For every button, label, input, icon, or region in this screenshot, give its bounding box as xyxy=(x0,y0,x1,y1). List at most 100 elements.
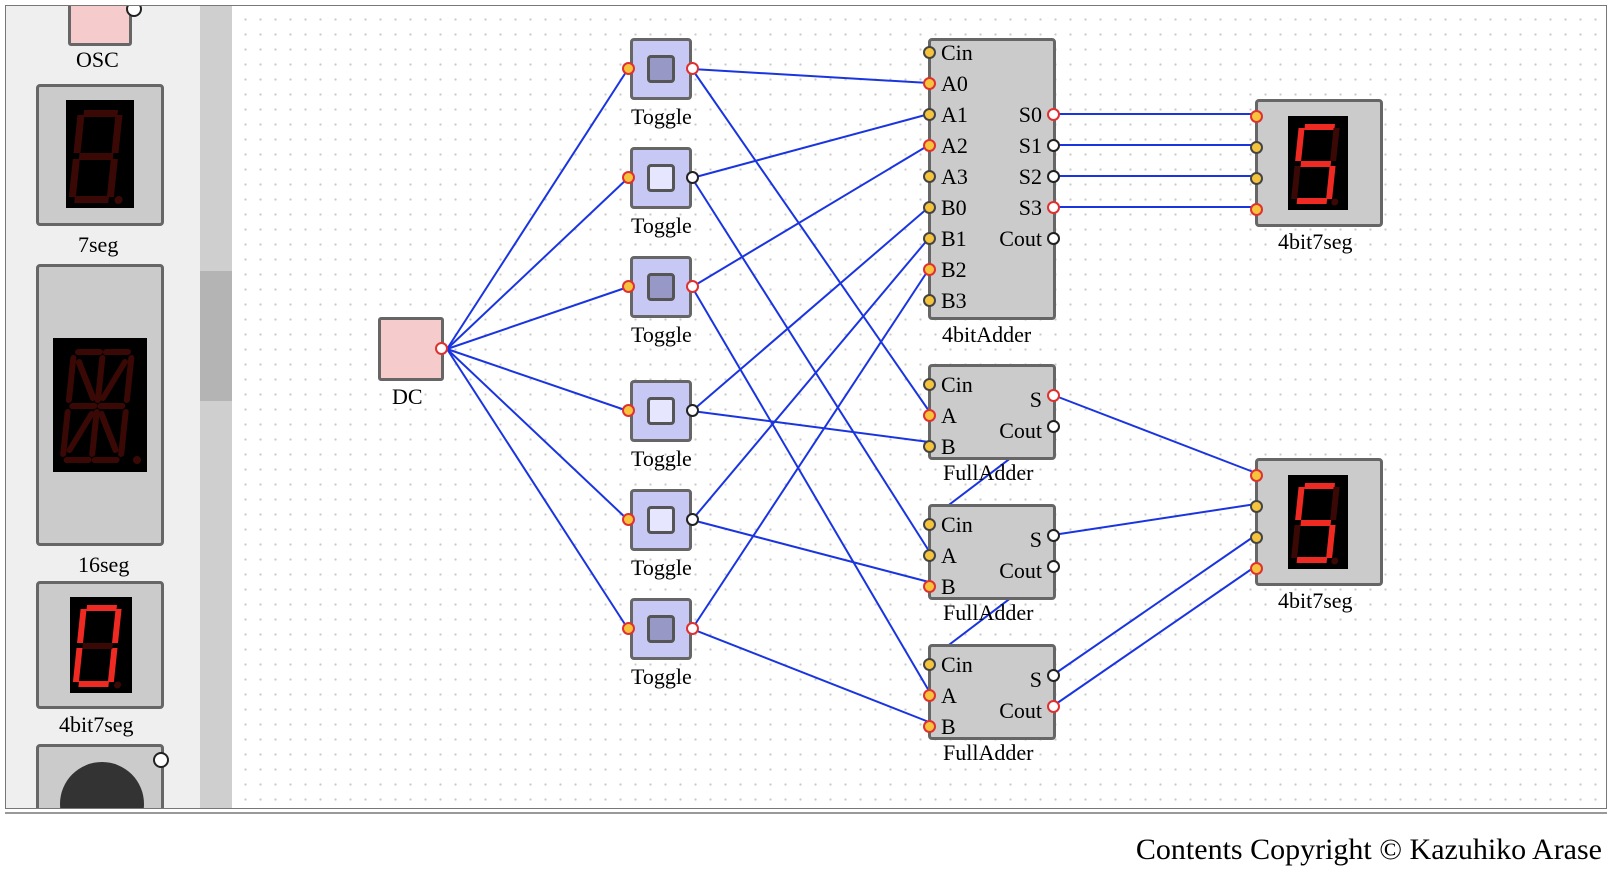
wire[interactable] xyxy=(446,348,629,630)
toggle-output-pin[interactable] xyxy=(686,62,699,75)
toolbox-item-16seg[interactable]: 16seg xyxy=(26,264,176,576)
toggle-switch[interactable] xyxy=(630,38,692,100)
dc-output-pin[interactable] xyxy=(435,342,448,355)
full-adder[interactable] xyxy=(928,504,1056,600)
wire[interactable] xyxy=(1052,394,1257,474)
adder-input-pin-a3[interactable] xyxy=(923,170,936,183)
adder-output-pin-cout[interactable] xyxy=(1047,232,1060,245)
toggle-input-pin[interactable] xyxy=(622,280,635,293)
toggle-output-pin[interactable] xyxy=(686,404,699,417)
full-adder-input-pin-cin[interactable] xyxy=(923,378,936,391)
toolbox-item-4bit7seg[interactable]: 4bit7seg xyxy=(26,581,186,741)
display-input-pin[interactable] xyxy=(1250,531,1263,544)
wire[interactable] xyxy=(691,268,930,630)
wire[interactable] xyxy=(1052,503,1257,536)
toggle-output-pin[interactable] xyxy=(686,622,699,635)
full-adder-output-pin-cout[interactable] xyxy=(1047,560,1060,573)
full-adder[interactable] xyxy=(928,644,1056,740)
adder-input-pin-a2[interactable] xyxy=(923,139,936,152)
wire[interactable] xyxy=(691,410,930,443)
wire[interactable] xyxy=(691,177,930,552)
toggle-output-pin[interactable] xyxy=(686,280,699,293)
wire[interactable] xyxy=(446,286,629,350)
toggle-button[interactable] xyxy=(647,164,675,192)
adder-output-pin-s3[interactable] xyxy=(1047,201,1060,214)
wire[interactable] xyxy=(446,348,629,412)
full-adder-output-pin-s[interactable] xyxy=(1047,669,1060,682)
display-input-pin[interactable] xyxy=(1250,500,1263,513)
toggle-button[interactable] xyxy=(647,397,675,425)
7seg-digit-icon xyxy=(68,110,123,204)
wire[interactable] xyxy=(691,144,930,288)
wire[interactable] xyxy=(691,519,930,583)
wire[interactable] xyxy=(691,68,930,412)
display-input-pin[interactable] xyxy=(1250,141,1263,154)
adder-output-pin-s2[interactable] xyxy=(1047,170,1060,183)
wire[interactable] xyxy=(691,628,930,723)
display-label: 4bit7seg xyxy=(1278,229,1353,254)
full-adder-input-pin-b[interactable] xyxy=(923,580,936,593)
toggle-button[interactable] xyxy=(647,273,675,301)
toggle-output-pin[interactable] xyxy=(686,513,699,526)
toggle-input-pin[interactable] xyxy=(622,622,635,635)
wire[interactable] xyxy=(691,237,930,521)
toggle-input-pin[interactable] xyxy=(622,513,635,526)
display-input-pin[interactable] xyxy=(1250,469,1263,482)
display-input-pin[interactable] xyxy=(1250,562,1263,575)
adder-input-pin-b3[interactable] xyxy=(923,294,936,307)
toggle-switch[interactable] xyxy=(630,489,692,551)
full-adder-output-pin-cout[interactable] xyxy=(1047,420,1060,433)
toolbox-item-partial[interactable] xyxy=(36,744,176,808)
toggle-input-pin[interactable] xyxy=(622,62,635,75)
toggle-switch[interactable] xyxy=(630,380,692,442)
wire[interactable] xyxy=(446,348,629,521)
toolbox-item-7seg[interactable]: 7seg xyxy=(26,84,176,256)
wire[interactable] xyxy=(691,68,930,84)
adder-input-pin-a0[interactable] xyxy=(923,77,936,90)
full-adder-output-pin-s[interactable] xyxy=(1047,389,1060,402)
scrollbar-thumb[interactable] xyxy=(200,271,232,401)
toggle-button[interactable] xyxy=(647,615,675,643)
toggle-input-pin[interactable] xyxy=(622,171,635,184)
wire[interactable] xyxy=(1052,534,1257,676)
wire[interactable] xyxy=(691,286,930,692)
adder-input-pin-cin[interactable] xyxy=(923,46,936,59)
toolbox-scrollbar[interactable] xyxy=(200,6,232,808)
display-input-pin[interactable] xyxy=(1250,172,1263,185)
full-adder-input-pin-a[interactable] xyxy=(923,549,936,562)
adder-input-pin-b2[interactable] xyxy=(923,263,936,276)
osc-output-pin[interactable] xyxy=(126,6,142,17)
adder-input-pin-b1[interactable] xyxy=(923,232,936,245)
toggle-switch[interactable] xyxy=(630,598,692,660)
full-adder-input-pin-a[interactable] xyxy=(923,409,936,422)
wire[interactable] xyxy=(691,206,930,412)
toggle-button[interactable] xyxy=(647,506,675,534)
adder-output-pin-s1[interactable] xyxy=(1047,139,1060,152)
wire[interactable] xyxy=(446,177,629,350)
wire[interactable] xyxy=(1052,565,1257,707)
display-input-pin[interactable] xyxy=(1250,110,1263,123)
wire[interactable] xyxy=(691,113,930,179)
full-adder-input-pin-cin[interactable] xyxy=(923,658,936,671)
toggle-input-pin[interactable] xyxy=(622,404,635,417)
full-adder-input-pin-b[interactable] xyxy=(923,440,936,453)
toggle-button[interactable] xyxy=(647,55,675,83)
partial-output-pin[interactable] xyxy=(153,752,169,768)
toggle-switch[interactable] xyxy=(630,147,692,209)
full-adder-input-pin-b[interactable] xyxy=(923,720,936,733)
toggle-output-pin[interactable] xyxy=(686,171,699,184)
wire[interactable] xyxy=(446,68,629,350)
adder-input-pin-b0[interactable] xyxy=(923,201,936,214)
osc-body[interactable] xyxy=(68,6,132,46)
toggle-switch[interactable] xyxy=(630,256,692,318)
adder-input-pin-a1[interactable] xyxy=(923,108,936,121)
adder-input-label: A3 xyxy=(941,164,968,189)
toolbox-item-osc[interactable]: OSC xyxy=(66,6,142,74)
display-input-pin[interactable] xyxy=(1250,203,1263,216)
full-adder-input-pin-a[interactable] xyxy=(923,689,936,702)
full-adder-input-pin-cin[interactable] xyxy=(923,518,936,531)
adder-output-pin-s0[interactable] xyxy=(1047,108,1060,121)
full-adder-output-pin-cout[interactable] xyxy=(1047,700,1060,713)
full-adder-output-pin-s[interactable] xyxy=(1047,529,1060,542)
